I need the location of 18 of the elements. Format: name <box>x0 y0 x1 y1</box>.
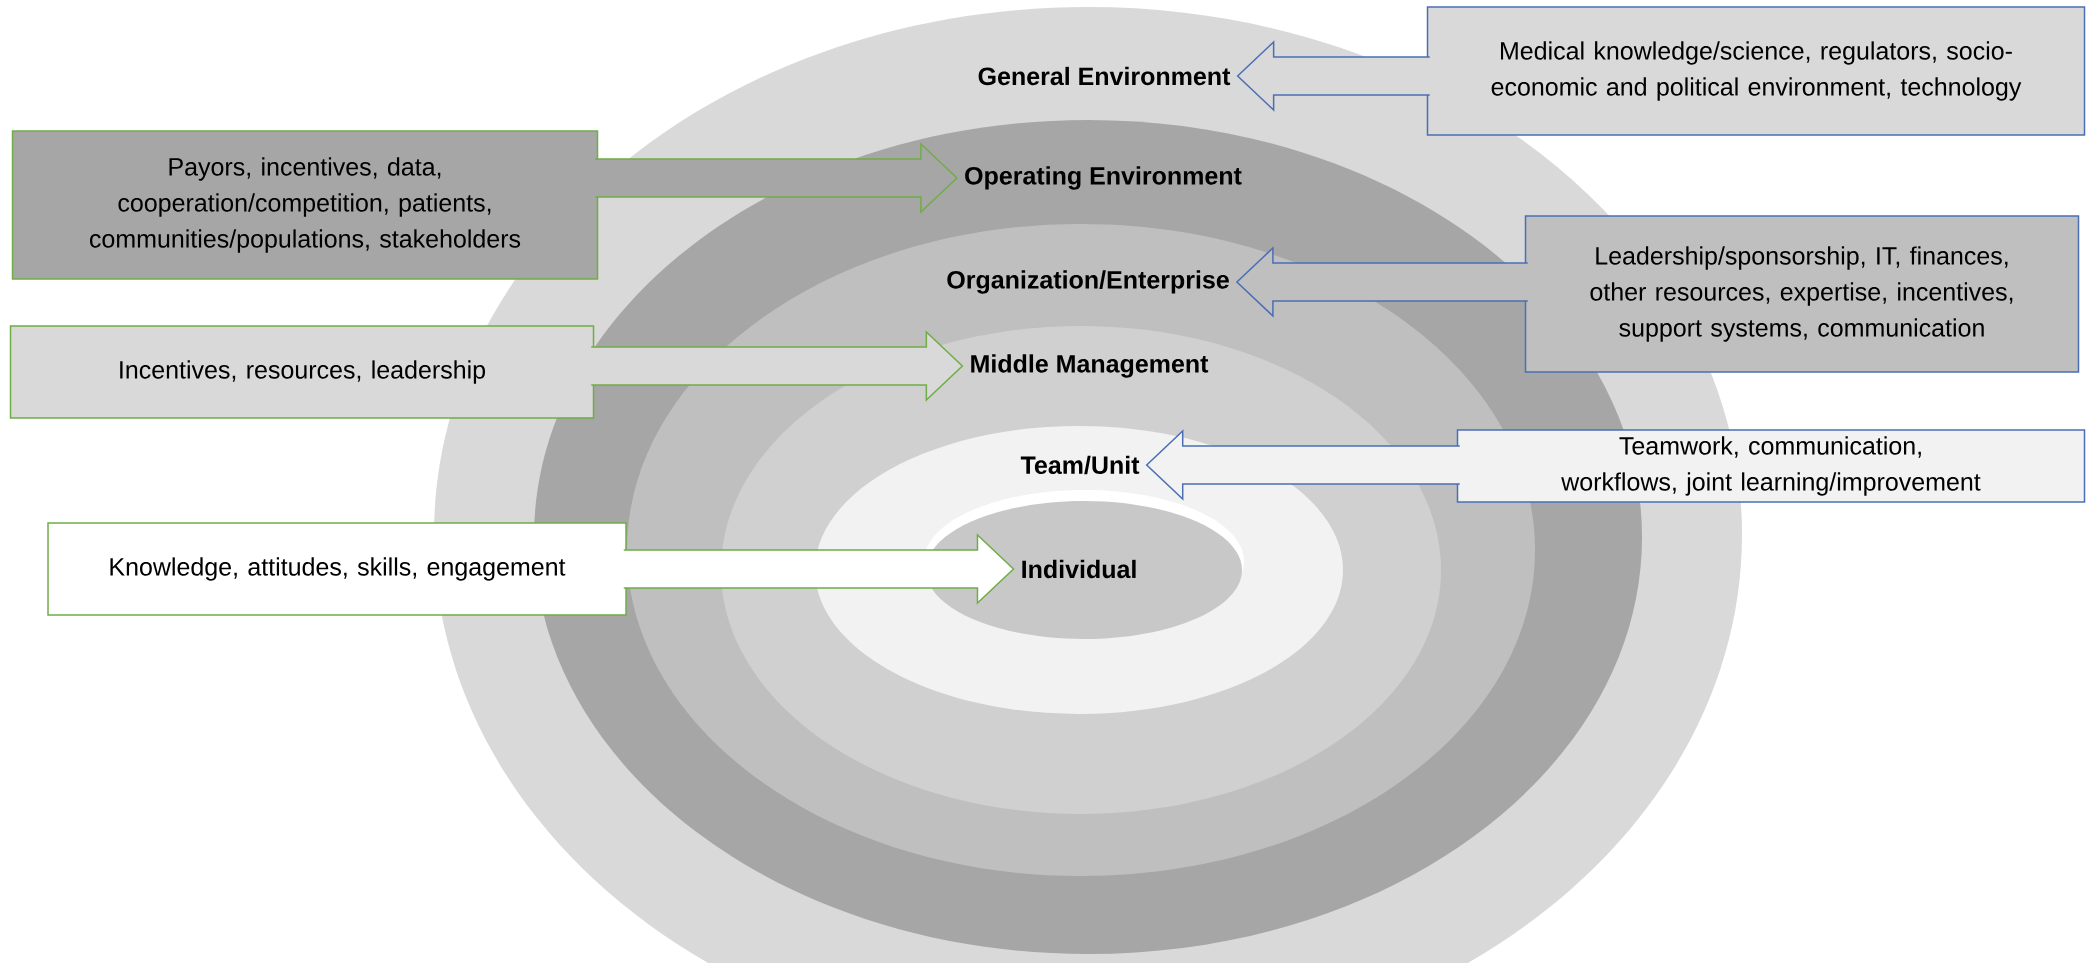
callout-box: Payors, incentives, data, cooperation/competition, patients, communities/populations, stakeholders <box>11 130 599 280</box>
ring-label: Individual <box>1022 559 1136 579</box>
ring-label: General Environment <box>978 66 1231 86</box>
block-arrow <box>1145 429 1461 501</box>
callout-box: Medical knowledge/science, regulators, socio-economic and political environment, technology <box>1426 6 2086 136</box>
block-arrow <box>1236 40 1431 112</box>
callout-box: Knowledge, attitudes, skills, engagement <box>47 522 627 616</box>
block-arrow <box>590 330 964 402</box>
ring-label: Team/Unit <box>1020 455 1140 475</box>
ring-label: Organization/Enterprise <box>947 270 1229 294</box>
block-arrow <box>623 533 1015 605</box>
callout-box: Incentives, resources, leadership <box>9 325 595 419</box>
ring-label: Operating Environment <box>965 166 1242 190</box>
callout-box: Teamwork, communication, workflows, joint learning/improvement <box>1456 429 2086 503</box>
ring-label: Middle Management <box>971 354 1209 378</box>
block-arrow <box>1235 246 1529 318</box>
callout-box: Leadership/sponsorship, IT, finances, other resources, expertise, incentives, support systems, communication <box>1524 215 2080 373</box>
block-arrow <box>594 142 958 214</box>
